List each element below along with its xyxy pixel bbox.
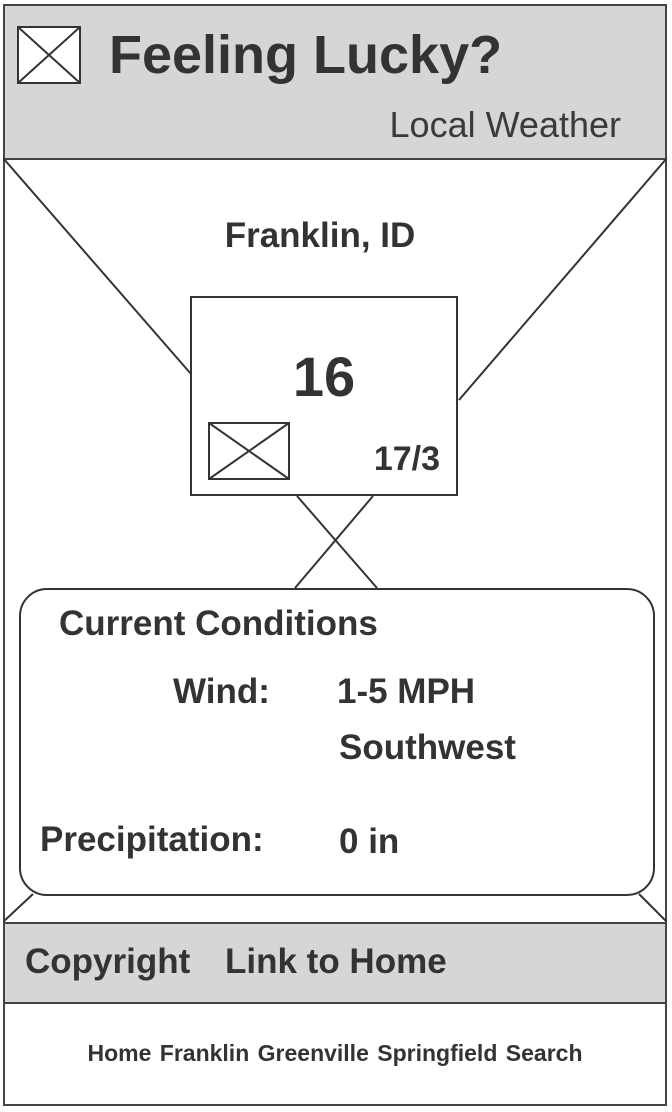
city-name: Franklin, ID	[224, 216, 416, 255]
home-link[interactable]: Link to Home	[225, 942, 447, 981]
temperature-card: 16 17/3	[190, 296, 458, 496]
copyright-text: Copyright	[25, 942, 191, 981]
hero-image-placeholder	[3, 158, 667, 924]
nav-links: Home Franklin Greenville Springfield Sea…	[3, 1040, 667, 1067]
high-low-temperature: 17/3	[373, 440, 440, 478]
nav-item-franklin[interactable]: Franklin	[159, 1040, 250, 1066]
bottom-nav: Home Franklin Greenville Springfield Sea…	[3, 1002, 667, 1106]
image-placeholder-icon	[17, 26, 81, 84]
conditions-title: Current Conditions	[59, 604, 378, 643]
site-header: Feeling Lucky? Local Weather	[3, 4, 667, 160]
precipitation-label: Precipitation:	[40, 820, 264, 859]
precipitation-value: 0 in	[339, 822, 400, 861]
hero-placeholder-icon	[3, 158, 667, 923]
current-conditions-panel: Current Conditions Wind: 1-5 MPH Southwe…	[19, 588, 655, 896]
site-subtitle: Local Weather	[389, 104, 621, 145]
nav-item-springfield[interactable]: Springfield	[377, 1040, 498, 1066]
current-temperature: 16	[292, 345, 356, 408]
wind-label: Wind:	[173, 672, 270, 711]
nav-item-home[interactable]: Home	[87, 1040, 152, 1066]
wind-speed: 1-5 MPH	[337, 672, 476, 711]
site-title: Feeling Lucky?	[109, 25, 503, 85]
footer-bar: Copyright Link to Home	[3, 922, 667, 1004]
nav-item-search[interactable]: Search	[505, 1040, 583, 1066]
wind-direction: Southwest	[339, 728, 516, 767]
weather-icon	[208, 422, 290, 480]
nav-item-greenville[interactable]: Greenville	[257, 1040, 369, 1066]
